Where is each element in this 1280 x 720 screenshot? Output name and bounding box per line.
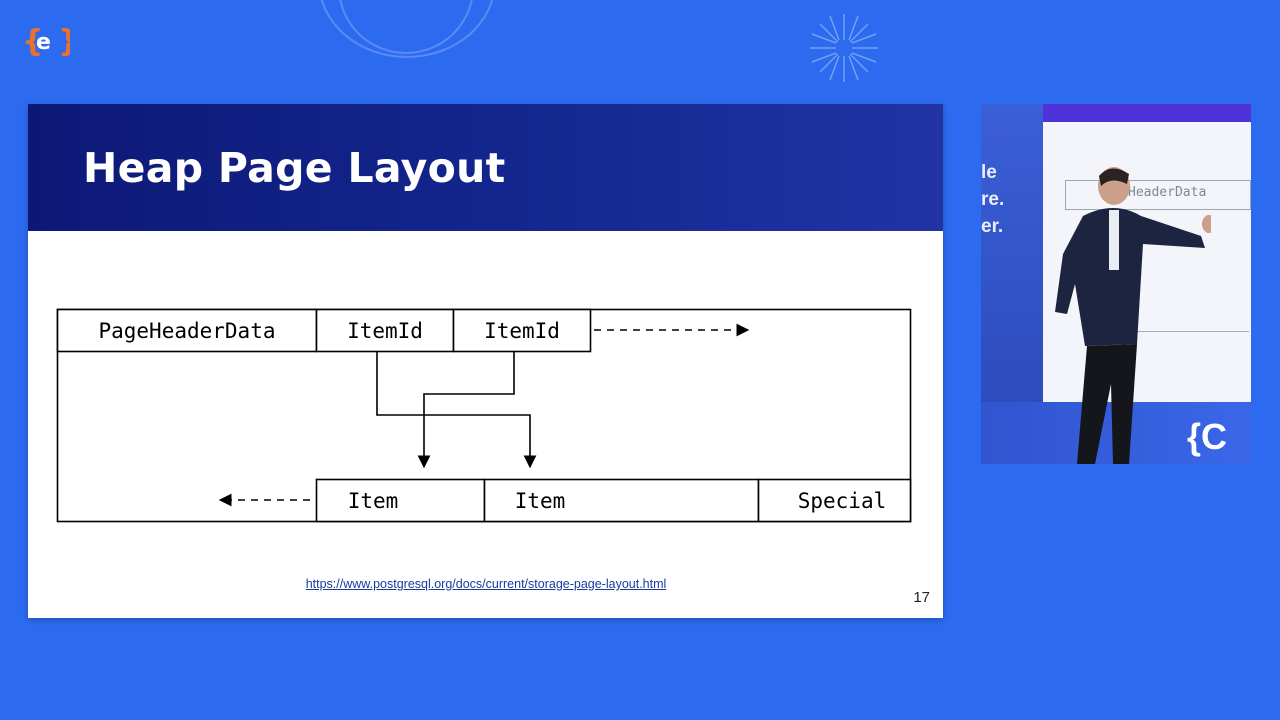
- svg-text:{: {: [22, 24, 43, 59]
- item-id-label-1: ItemId: [347, 319, 423, 343]
- video-brand-text: {C: [1187, 416, 1228, 457]
- video-screen-box: HeaderData: [1065, 180, 1251, 210]
- svg-text:}: }: [58, 24, 70, 59]
- special-label: Special: [798, 489, 887, 513]
- item-label-1: Item: [348, 489, 399, 513]
- item-cell-1: [315, 478, 486, 523]
- speaker-video: le re. er. HeaderData {C: [981, 104, 1251, 464]
- stage-screen-top: [1043, 104, 1251, 122]
- slide-title: Heap Page Layout: [83, 144, 506, 192]
- slide-header: Heap Page Layout: [28, 104, 943, 231]
- speaker-figure: [1055, 167, 1211, 464]
- event-logo-icon: { } e: [22, 20, 79, 60]
- video-wall-text-3: er.: [981, 216, 1004, 237]
- heap-page-diagram: PageHeaderData ItemId ItemId Item Item S…: [56, 308, 912, 523]
- svg-text:e: e: [36, 30, 51, 55]
- item-id-cell-2: [452, 308, 592, 353]
- arrow-down-icon: [376, 352, 537, 469]
- video-wall-text-2: re.: [981, 189, 1005, 210]
- special-cell: [757, 478, 912, 523]
- video-screen-line: [1126, 331, 1249, 332]
- slide: Heap Page Layout PageHeaderData ItemId I…: [28, 104, 943, 618]
- video-wall-text-1: le: [981, 162, 997, 183]
- page-number: 17: [913, 589, 930, 606]
- item-id-label-2: ItemId: [484, 319, 560, 343]
- item-label-2: Item: [515, 489, 566, 513]
- arrow-down-icon: [417, 352, 515, 469]
- page-header-label: PageHeaderData: [98, 319, 275, 343]
- starburst-icon: [808, 12, 880, 84]
- video-screen-text: HeaderData: [1128, 185, 1207, 200]
- page-header-cell: [56, 308, 318, 353]
- docs-link[interactable]: https://www.postgresql.org/docs/current/…: [305, 577, 667, 591]
